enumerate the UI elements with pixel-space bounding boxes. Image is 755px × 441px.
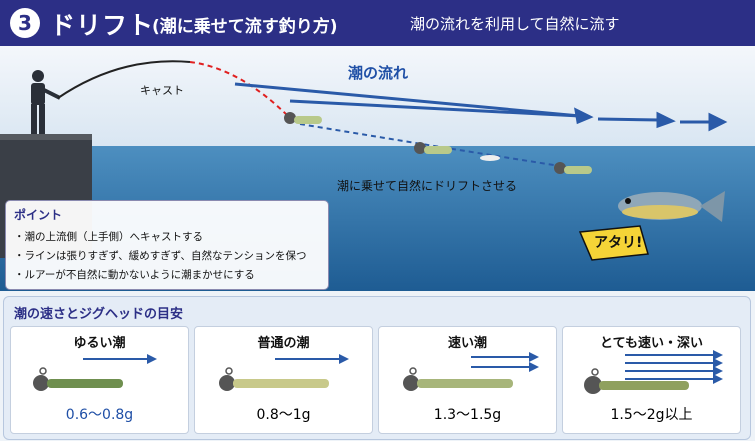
card-label: ゆるい潮 bbox=[73, 336, 126, 351]
point-item: ・ルアーが不自然に動かないように潮まかせにする bbox=[14, 269, 255, 281]
card-label: 普通の潮 bbox=[257, 336, 310, 351]
header-bar: 3 ドリフト (潮に乗せて流す釣り方) 潮の流れを利用して自然に流す bbox=[0, 0, 755, 46]
strike-label: アタリ! bbox=[594, 235, 643, 251]
card-weight: 1.5〜2g以上 bbox=[610, 407, 693, 423]
cast-line bbox=[189, 61, 291, 119]
card-weight: 1.3〜1.5g bbox=[433, 407, 502, 423]
point-item: ・ラインは張りすぎず、緩めすぎず、自然なテンションを保つ bbox=[14, 250, 307, 262]
strike-bubble bbox=[578, 225, 649, 261]
guide-title: 潮の速さとジグヘッドの目安 bbox=[14, 307, 184, 322]
points-panel: ポイント ・潮の上流側（上手側）へキャストする ・ラインは張りすぎず、緩めすぎず… bbox=[5, 200, 329, 290]
guide-card-normal: 普通の潮 0.8〜1g bbox=[194, 326, 373, 434]
drift-label: 潮に乗せて自然にドリフトさせる bbox=[337, 179, 518, 193]
jighead-illustration bbox=[584, 350, 723, 394]
guide-card-slow: ゆるい潮 0.6〜0.8g bbox=[10, 326, 189, 434]
drift-line bbox=[299, 123, 561, 167]
point-item: ・潮の上流側（上手側）へキャストする bbox=[14, 231, 203, 243]
angler-icon bbox=[31, 70, 61, 134]
cast-label: キャスト bbox=[140, 84, 184, 97]
guide-card-fast: 速い潮 1.3〜1.5g bbox=[378, 326, 557, 434]
lure-icon bbox=[554, 162, 592, 174]
jighead-guide: 潮の速さとジグヘッドの目安 ゆるい潮 0.6〜0.8g 普通の潮 0.8〜1g bbox=[3, 296, 751, 440]
points-title: ポイント bbox=[14, 208, 63, 222]
scene-illustration bbox=[0, 46, 755, 291]
fishing-scene: キャスト 潮の流れ 潮に乗せて自然にドリフトさせる アタリ! bbox=[0, 46, 755, 291]
lure-icon bbox=[284, 112, 322, 124]
card-label: とても速い・深い bbox=[600, 336, 703, 351]
fish-icon bbox=[618, 191, 725, 222]
page-title: ドリフト bbox=[50, 11, 155, 40]
current-label: 潮の流れ bbox=[348, 64, 409, 82]
lure-icon bbox=[414, 142, 452, 154]
current-arrows bbox=[234, 82, 728, 132]
step-number-badge: 3 bbox=[10, 8, 40, 38]
page-title-paren: (潮に乗せて流す釣り方) bbox=[152, 17, 338, 37]
fishing-rod bbox=[57, 60, 191, 99]
jighead-illustration bbox=[33, 354, 157, 391]
guide-card-very-fast: とても速い・深い 1.5〜2g以上 bbox=[562, 326, 741, 434]
page-subtitle: 潮の流れを利用して自然に流す bbox=[410, 15, 620, 33]
card-weight: 0.6〜0.8g bbox=[65, 407, 134, 423]
jighead-illustration bbox=[403, 352, 539, 391]
card-weight: 0.8〜1g bbox=[256, 407, 311, 423]
card-label: 速い潮 bbox=[447, 336, 487, 351]
jighead-illustration bbox=[219, 354, 349, 391]
baitfish-icon bbox=[480, 155, 500, 161]
